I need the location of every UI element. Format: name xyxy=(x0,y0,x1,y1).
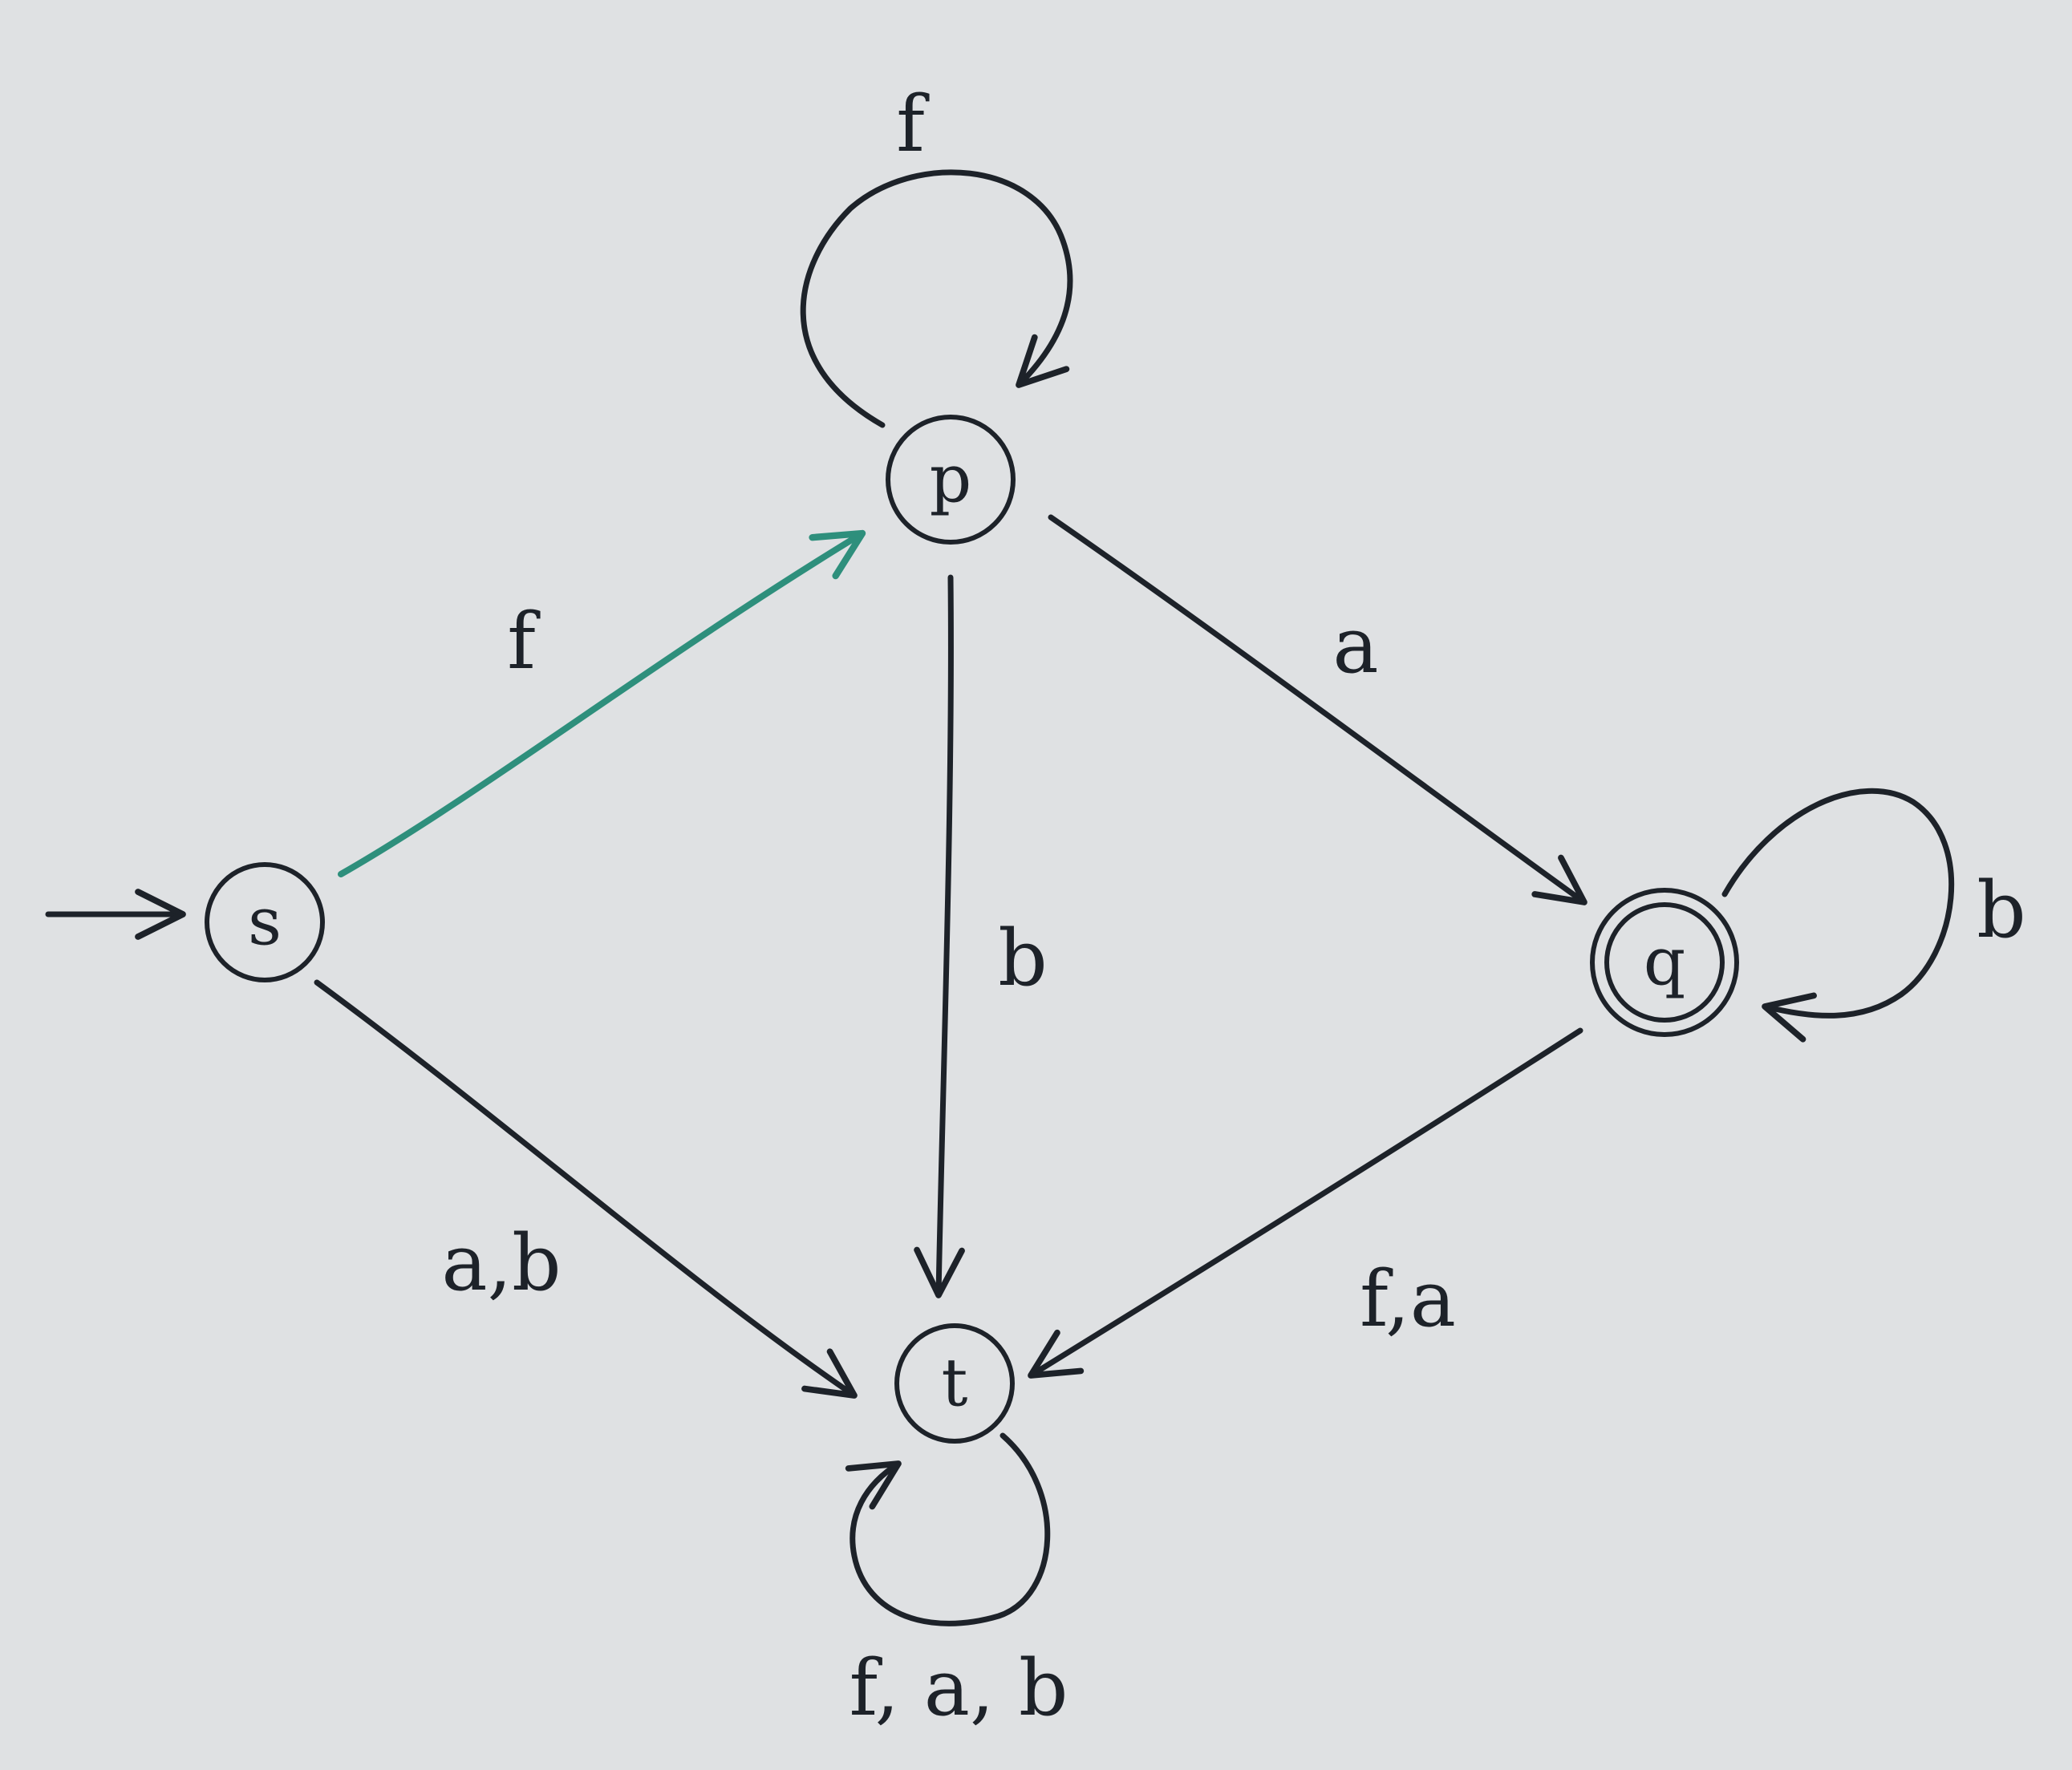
edge-p-loop xyxy=(800,169,1073,428)
state-s: s xyxy=(205,862,325,982)
edge-p-to-q xyxy=(1048,514,1587,905)
label-p-to-q: a xyxy=(1332,601,1378,691)
edge-q-to-t xyxy=(1028,1027,1583,1379)
label-q-loop: b xyxy=(1977,865,2025,955)
label-p-to-t: b xyxy=(998,913,1047,1003)
edge-q-loop xyxy=(1721,788,1955,1043)
label-s-to-p: f xyxy=(507,597,541,687)
state-t: t xyxy=(894,1323,1015,1444)
state-p: p xyxy=(886,415,1016,545)
state-t-circle xyxy=(894,1323,1015,1444)
edge-s-to-p xyxy=(338,529,866,877)
label-t-loop: f, a, b xyxy=(849,1643,1068,1733)
state-p-circle xyxy=(886,415,1016,545)
label-s-to-t: a,b xyxy=(441,1218,561,1308)
state-p-label: p xyxy=(930,442,972,518)
state-t-label: t xyxy=(942,1346,968,1422)
state-q-label: q xyxy=(1644,925,1686,1001)
edge-s-to-t xyxy=(314,979,858,1399)
edge-t-loop xyxy=(845,1432,1051,1626)
state-s-circle xyxy=(205,862,325,982)
edge-p-to-t xyxy=(914,574,965,1298)
label-p-loop: f xyxy=(896,79,930,169)
state-q-outer-circle xyxy=(1590,888,1739,1037)
state-s-label: s xyxy=(248,885,282,961)
label-q-to-t: f,a xyxy=(1360,1254,1456,1344)
state-q: q xyxy=(1590,888,1739,1037)
state-q-inner-circle xyxy=(1604,902,1725,1023)
